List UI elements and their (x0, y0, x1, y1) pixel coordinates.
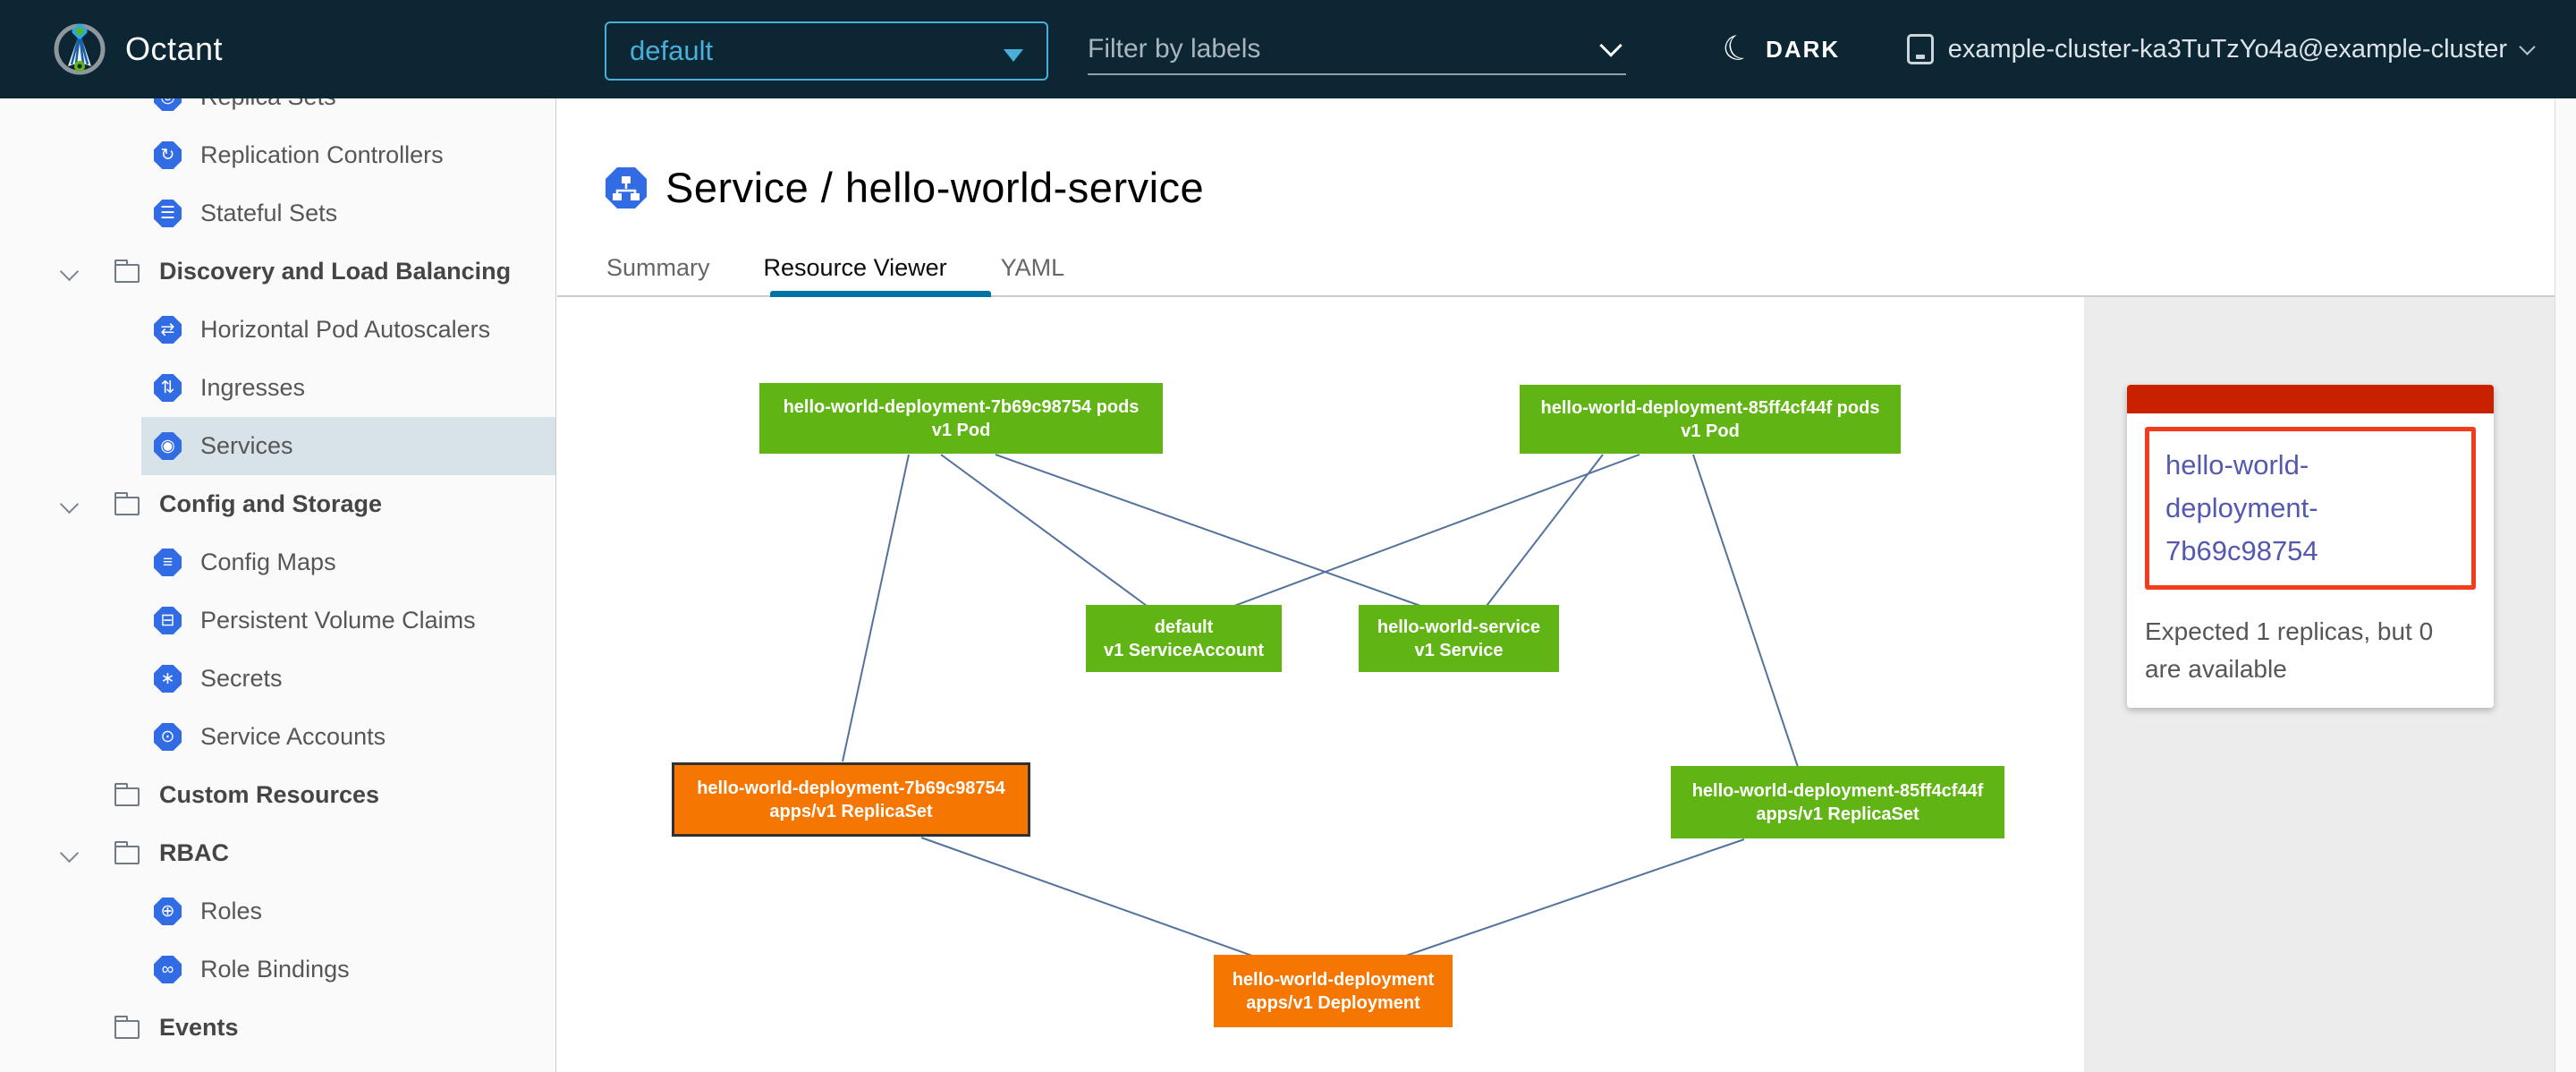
folder-icon (114, 1016, 140, 1039)
active-tab-underline (770, 291, 991, 297)
folder-icon (114, 259, 140, 283)
sidebar-item-roles[interactable]: ⊕ Roles (0, 882, 555, 940)
stateful-sets-icon: ☰ (154, 200, 182, 227)
sidebar-item-horizontal-pod-autoscalers[interactable]: ⇄ Horizontal Pod Autoscalers (0, 301, 555, 359)
graph-node-replicaset-85ff4cf44f[interactable]: hello-world-deployment-85ff4cf44f apps/v… (1671, 766, 2004, 838)
sidebar-item-services[interactable]: ◉ Services (0, 417, 555, 475)
scrollbar-track[interactable] (2555, 98, 2576, 1072)
sidebar-group-discovery-load-balancing[interactable]: Discovery and Load Balancing (0, 242, 555, 301)
services-icon: ◉ (154, 432, 182, 460)
context-chevron-down-icon (2519, 38, 2536, 55)
page-title: Service / hello-world-service (665, 164, 1205, 211)
sidebar-item-ingresses[interactable]: ⇅ Ingresses (0, 359, 555, 417)
tab-yaml[interactable]: YAML (1000, 254, 1065, 281)
tab-summary[interactable]: Summary (606, 254, 710, 281)
tab-resource-viewer[interactable]: Resource Viewer (763, 254, 947, 281)
sidebar-item-secrets[interactable]: ∗ Secrets (0, 650, 555, 708)
ingresses-icon: ⇅ (154, 374, 182, 402)
sidebar-item-role-bindings[interactable]: ∞ Role Bindings (0, 940, 555, 999)
role-bindings-icon: ∞ (154, 956, 182, 983)
chevron-down-icon (59, 261, 80, 282)
graph-node-deployment-hello-world[interactable]: hello-world-deployment apps/v1 Deploymen… (1214, 955, 1453, 1027)
alert-status-bar (2127, 385, 2494, 413)
app-header: Octant default ☾ DARK example-cluster-ka… (0, 0, 2576, 98)
alert-message: Expected 1 replicas, but 0 are available (2145, 617, 2434, 684)
roles-icon: ⊕ (154, 898, 182, 925)
dropdown-caret-icon (1004, 49, 1023, 62)
graph-node-pods-85ff4cf44f[interactable]: hello-world-deployment-85ff4cf44f pods v… (1520, 385, 1901, 454)
chevron-down-icon (59, 494, 80, 515)
sidebar-item-config-maps[interactable]: ≡ Config Maps (0, 533, 555, 591)
folder-icon (114, 492, 140, 515)
sidebar-item-replication-controllers[interactable]: ↻ Replication Controllers (0, 126, 555, 184)
horizontal-pod-autoscalers-icon: ⇄ (154, 316, 182, 344)
namespace-dropdown[interactable]: default (605, 21, 1048, 81)
theme-toggle-label: DARK (1766, 35, 1841, 63)
sidebar-nav: ◎ Replica Sets ↻ Replication Controllers… (0, 98, 556, 1072)
label-filter (1088, 29, 1626, 75)
graph-node-replicaset-7b69c98754[interactable]: hello-world-deployment-7b69c98754 apps/v… (672, 762, 1030, 837)
namespace-value: default (630, 35, 714, 66)
sidebar-item-service-accounts[interactable]: ⊙ Service Accounts (0, 708, 555, 766)
cluster-context-menu[interactable]: example-cluster-ka3TuTzYo4a@example-clus… (1906, 0, 2536, 98)
graph-node-pods-7b69c98754[interactable]: hello-world-deployment-7b69c98754 pods v… (759, 383, 1163, 454)
moon-icon: ☾ (1717, 26, 1758, 72)
secrets-icon: ∗ (154, 665, 182, 693)
graph-node-serviceaccount-default[interactable]: default v1 ServiceAccount (1086, 605, 1282, 672)
service-accounts-icon: ⊙ (154, 723, 182, 751)
graph-node-service-hello-world[interactable]: hello-world-service v1 Service (1359, 605, 1559, 672)
folder-icon (114, 783, 140, 806)
sidebar-group-custom-resources[interactable]: Custom Resources (0, 766, 555, 824)
sidebar-group-rbac[interactable]: RBAC (0, 824, 555, 882)
replica-sets-icon: ◎ (154, 98, 182, 111)
sidebar-item-stateful-sets[interactable]: ☰ Stateful Sets (0, 184, 555, 242)
filter-chevron-down-icon[interactable] (1599, 34, 1623, 57)
sidebar-item-replica-sets[interactable]: ◎ Replica Sets (0, 98, 555, 126)
sidebar-group-config-and-storage[interactable]: Config and Storage (0, 475, 555, 533)
config-maps-icon: ≡ (154, 549, 182, 576)
chevron-down-icon (59, 843, 80, 864)
page-title-row: Service / hello-world-service (605, 163, 1204, 212)
replicaset-alert-card: hello-world-deployment-7b69c98754 Expect… (2127, 385, 2494, 709)
service-icon (606, 166, 647, 208)
sidebar-group-events[interactable]: Events (0, 999, 555, 1057)
alert-highlight-box: hello-world-deployment-7b69c98754 (2145, 427, 2476, 591)
app-title: Octant (125, 30, 224, 67)
cluster-icon (1906, 34, 1934, 64)
label-filter-input[interactable] (1088, 29, 1571, 70)
folder-icon (114, 841, 140, 864)
sidebar-item-persistent-volume-claims[interactable]: ⊟ Persistent Volume Claims (0, 591, 555, 650)
replication-controllers-icon: ↻ (154, 141, 182, 169)
octant-logo (52, 21, 107, 77)
replicaset-link[interactable]: hello-world-deployment-7b69c98754 (2165, 449, 2318, 567)
tab-bar: Summary Resource Viewer YAML (606, 254, 1064, 291)
persistent-volume-claims-icon: ⊟ (154, 607, 182, 634)
cluster-context-label: example-cluster-ka3TuTzYo4a@example-clus… (1947, 34, 2507, 64)
tab-bar-divider (557, 295, 2555, 297)
theme-toggle[interactable]: ☾ DARK (1717, 0, 1841, 98)
